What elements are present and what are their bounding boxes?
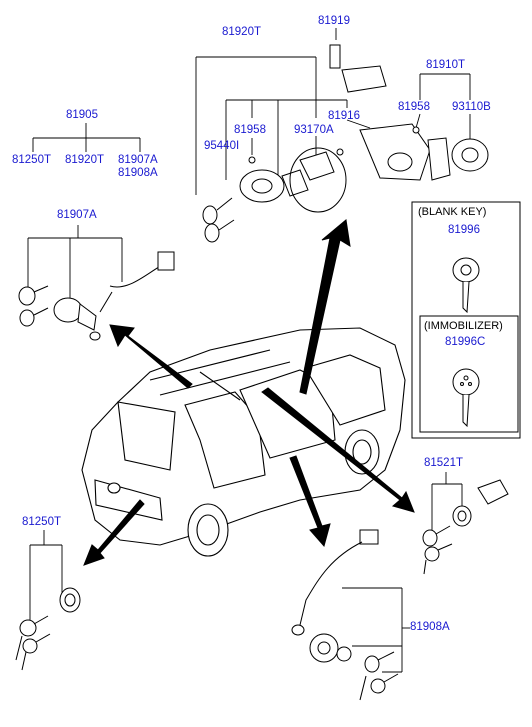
part-81920T-b: 81920T [65, 154, 105, 166]
part-81958-a: 81958 [234, 124, 266, 136]
part-93110B: 93110B [452, 101, 491, 113]
part-93170A: 93170A [294, 124, 334, 136]
blank-key-title: (BLANK KEY) [418, 206, 487, 218]
part-81996C: 81996C [445, 336, 486, 348]
part-81996: 81996 [448, 224, 480, 236]
part-81920T-top: 81920T [222, 26, 262, 38]
part-81250T-b: 81250T [22, 516, 62, 528]
part-81910T: 81910T [426, 59, 466, 71]
part-81919: 81919 [318, 15, 350, 27]
part-95440I: 95440I [204, 140, 240, 152]
part-81907A-a: 81907A [118, 154, 158, 166]
part-81908A-b: 81908A [410, 621, 450, 633]
part-81521T: 81521T [424, 457, 464, 469]
part-81905: 81905 [66, 109, 98, 121]
part-81916: 81916 [328, 110, 360, 122]
part-81907A-b: 81907A [57, 209, 97, 221]
part-81958-b: 81958 [398, 101, 430, 113]
part-81908A-a: 81908A [118, 167, 158, 179]
immobilizer-title: (IMMOBILIZER) [424, 320, 503, 332]
part-81250T-a: 81250T [12, 154, 52, 166]
